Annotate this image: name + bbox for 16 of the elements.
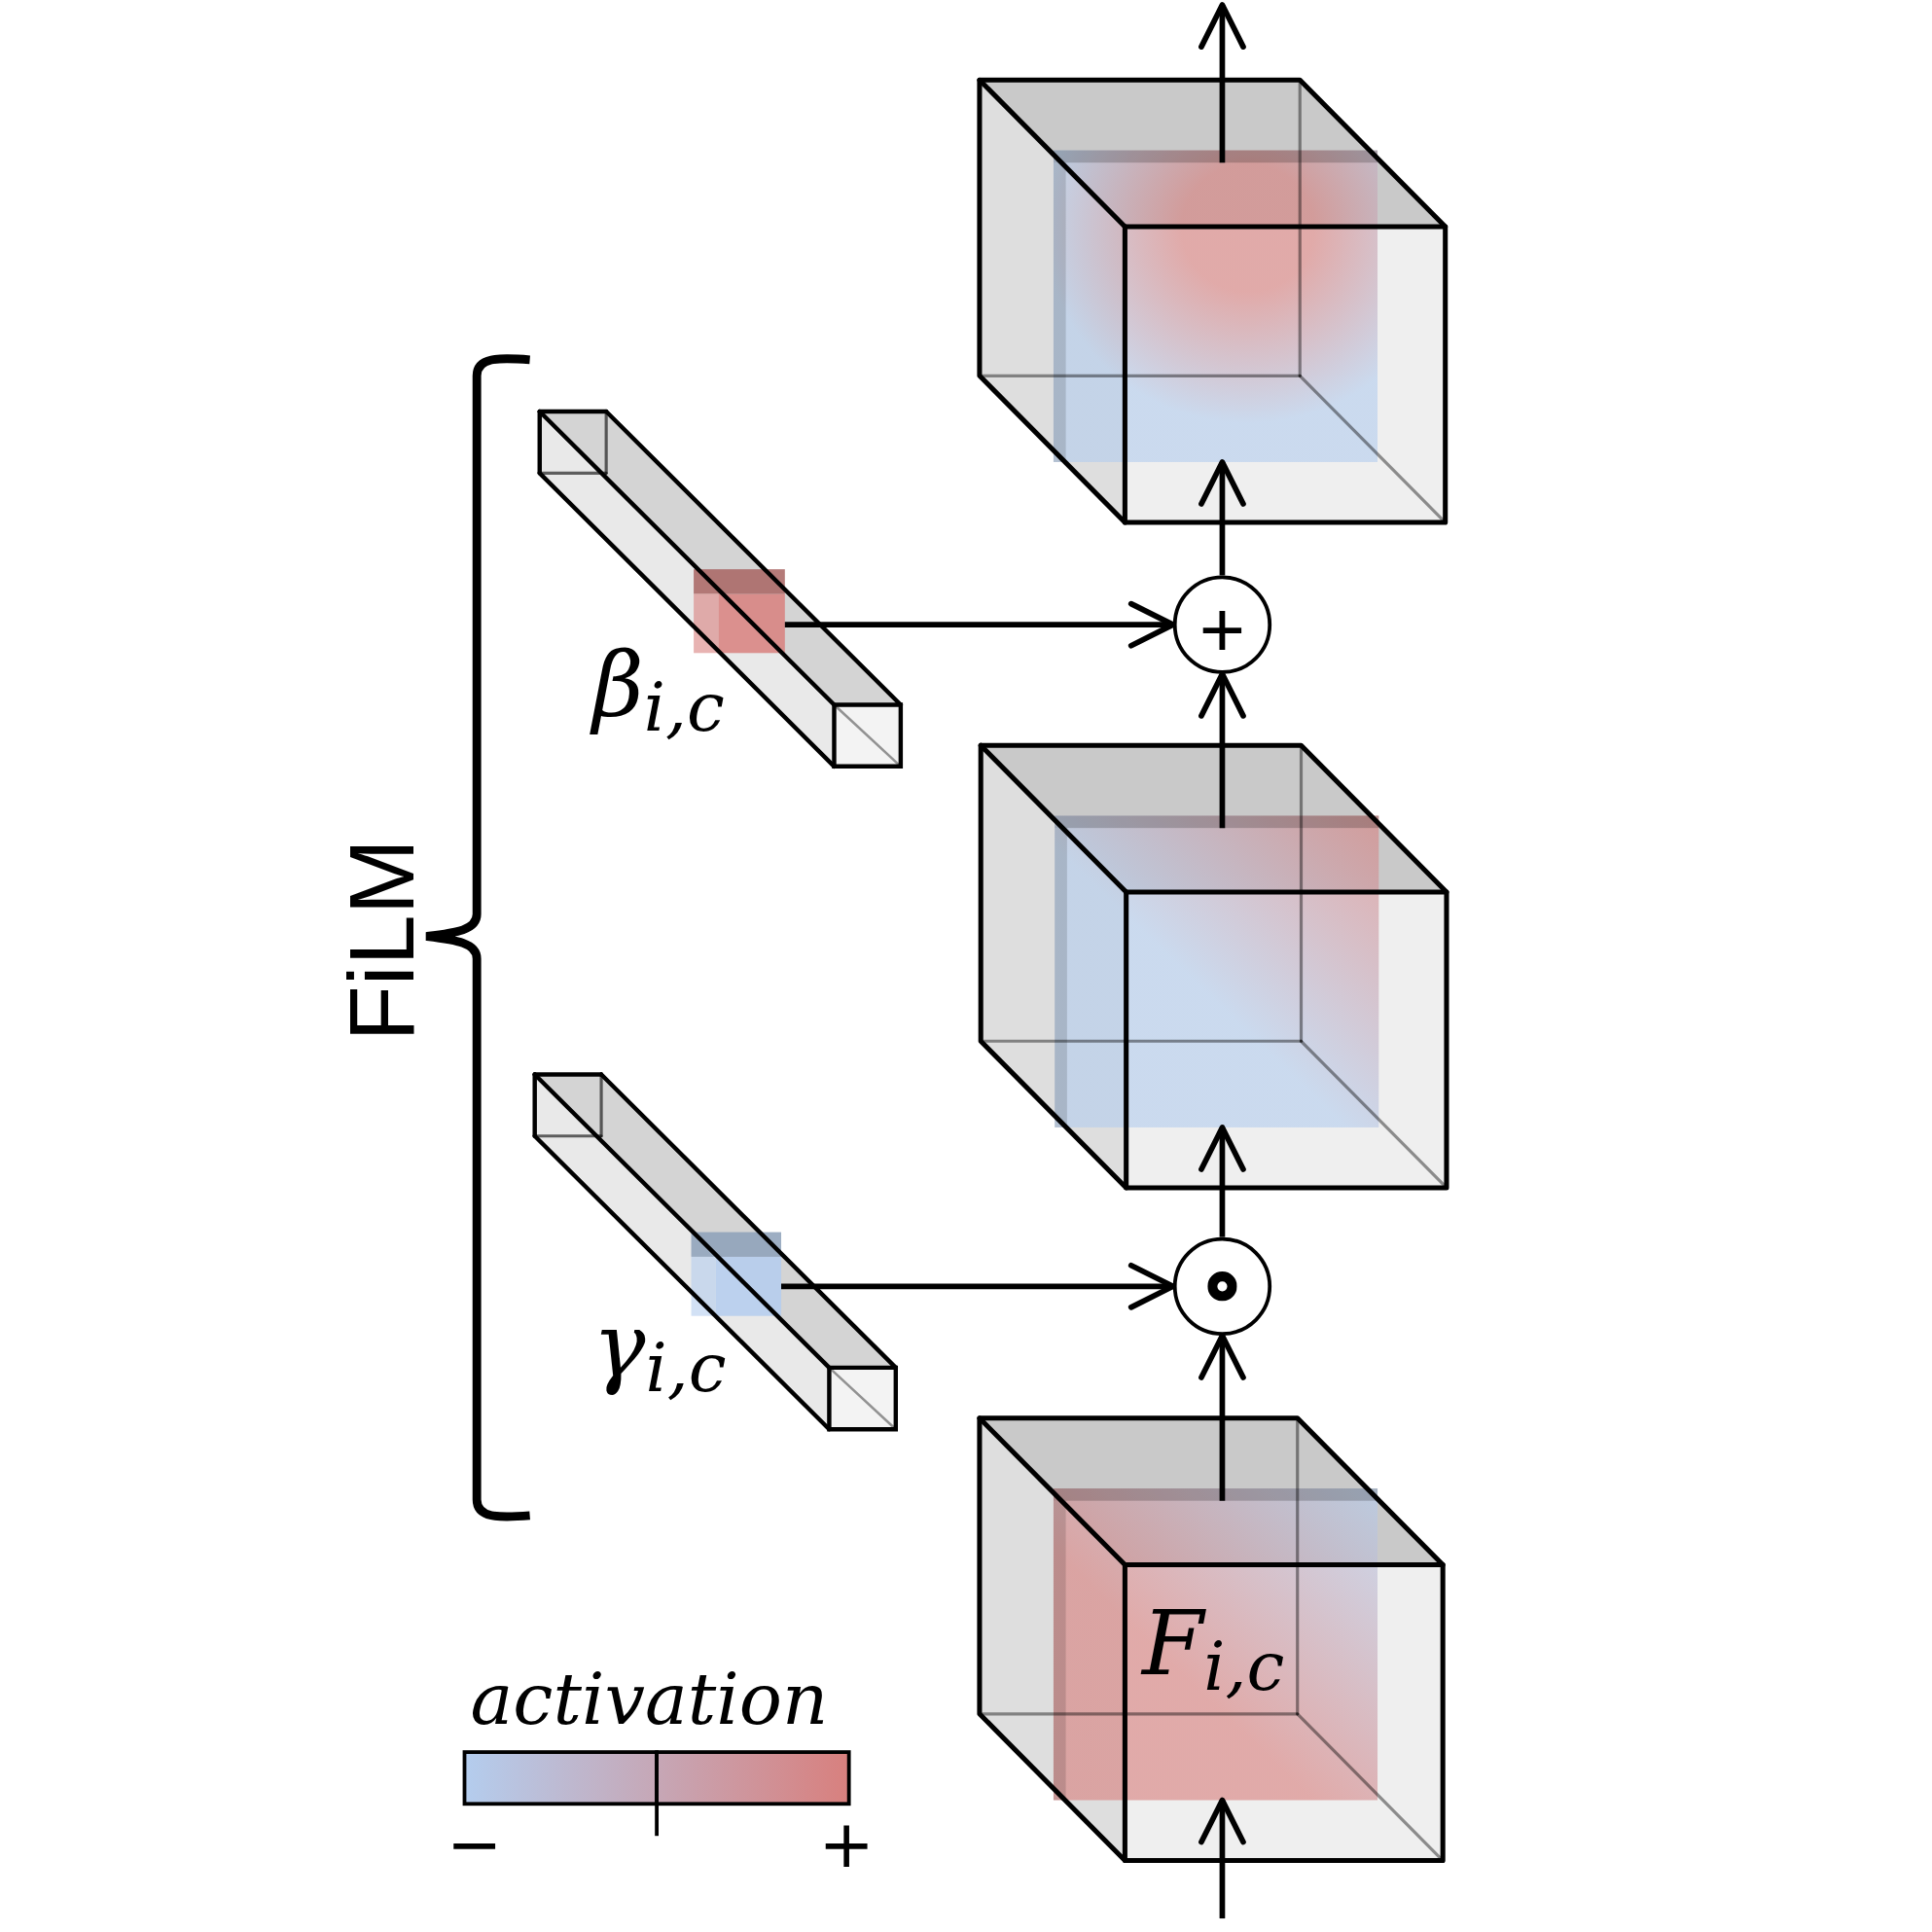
arrow (1199, 459, 1246, 576)
math-label: β$_{i,c}$ (589, 627, 739, 770)
legend-label: − (447, 1810, 503, 1878)
arrow (1199, 1125, 1246, 1237)
legend-title: activation (469, 1658, 830, 1741)
math-label: γ$_{i,c}$ (591, 1292, 728, 1410)
arrow (784, 600, 1176, 649)
bracket-label: FiLM (330, 838, 435, 1044)
legend-label: + (818, 1810, 875, 1878)
arrow (1199, 1333, 1246, 1501)
math-label: F$_{i,c}$ (1139, 1591, 1286, 1707)
arrow (1199, 670, 1246, 829)
arrow (1199, 1797, 1246, 1919)
operator-symbol: + (1199, 590, 1246, 669)
arrow (781, 1262, 1176, 1310)
arrow (1199, 2, 1246, 163)
